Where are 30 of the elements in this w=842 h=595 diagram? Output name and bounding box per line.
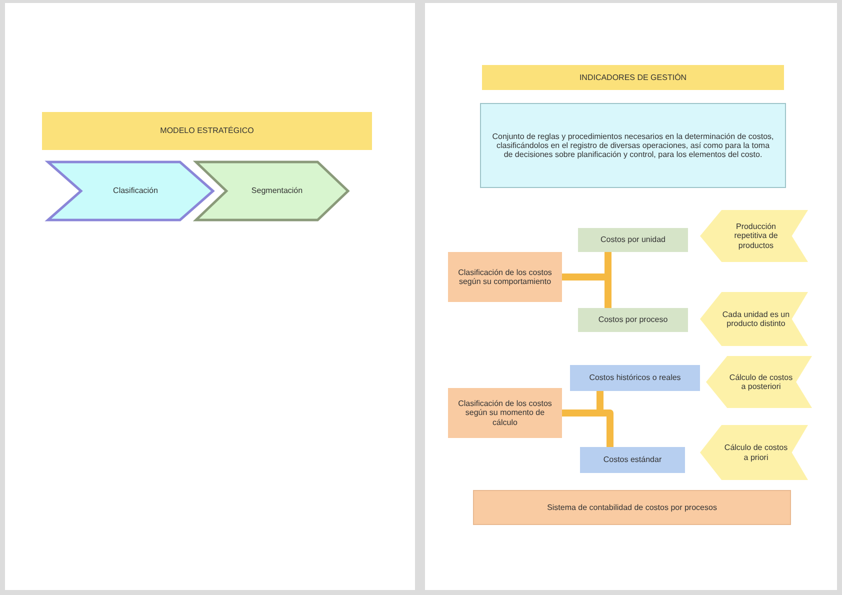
summary-box: [473, 490, 791, 525]
chevron-step: [196, 162, 348, 220]
note-flag: [706, 356, 812, 408]
title-banner: [42, 112, 372, 150]
box-text: Producción repetitiva de productos: [733, 222, 779, 250]
box-text: Sistema de contabilidad de costos por procesos: [547, 502, 717, 512]
box-text: Costos históricos o reales: [589, 373, 681, 383]
note-flag: [700, 210, 808, 262]
box-text: Costos estándar: [603, 455, 662, 465]
box-text: Cálculo de costos a posteriori: [728, 372, 794, 392]
box-text: Cada unidad es un producto distinto: [722, 310, 790, 328]
cost-type-box: [578, 228, 688, 252]
category-box: [448, 388, 562, 438]
heading-text: MODELO ESTRATÉGICO: [160, 126, 254, 136]
note-flag: [700, 425, 808, 480]
box-text: Clasificación de los costos según su momento de cálculo: [457, 399, 553, 427]
category-box: [448, 252, 562, 302]
cost-type-box: [580, 447, 685, 473]
box-text: Costos por unidad: [600, 235, 666, 245]
box-text: Costos por proceso: [598, 315, 668, 325]
cost-type-box: [570, 365, 700, 391]
box-text: Segmentación: [251, 186, 303, 196]
cost-type-box: [578, 308, 688, 332]
note-flag: [700, 292, 808, 346]
box-text: Clasificación de los costos según su comportamiento: [457, 268, 553, 286]
description-box: [480, 103, 786, 188]
box-text: Conjunto de reglas y procedimientos necesarios en la determinación de costos, clasificándolos en el registro de diversas operaciones, así como para la toma de decisiones sobre planificación y control, para los elementos del costo.: [491, 132, 775, 160]
box-text: Cálculo de costos a priori: [723, 443, 789, 462]
title-banner: [482, 65, 784, 90]
heading-text: INDICADORES DE GESTIÓN: [579, 72, 687, 82]
